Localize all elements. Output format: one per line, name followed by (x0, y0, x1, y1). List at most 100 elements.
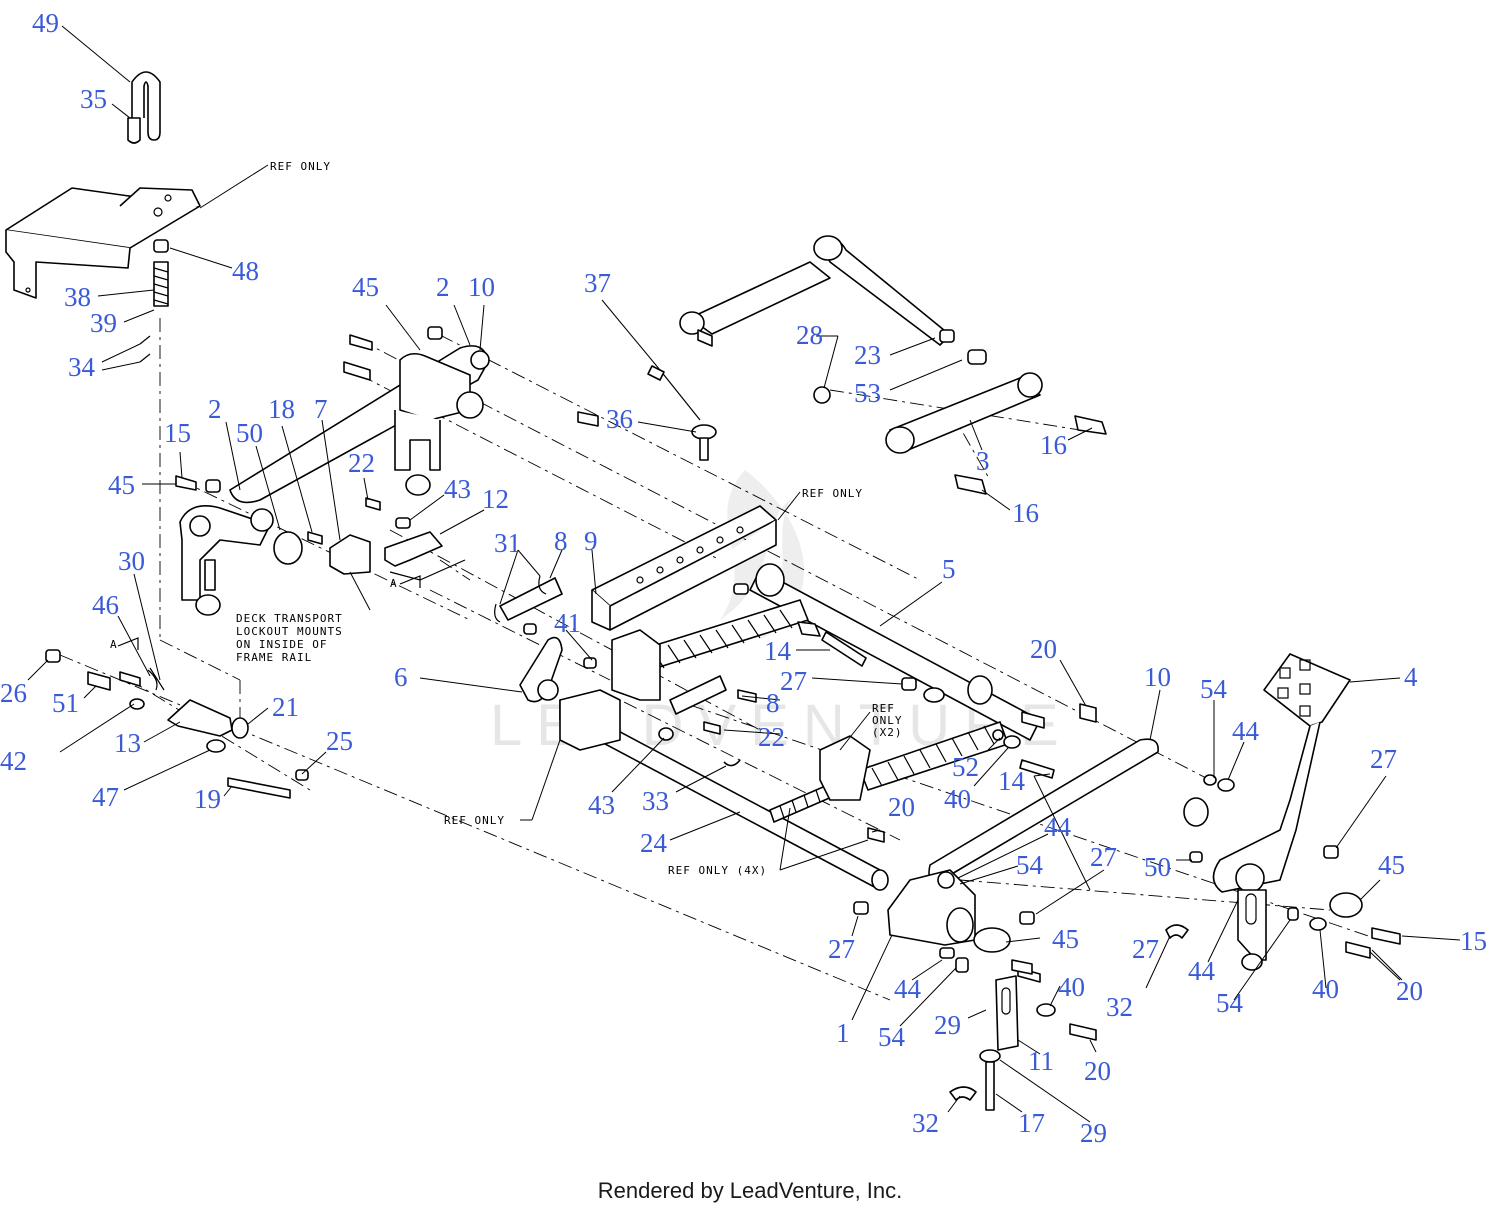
callout-41[interactable]: 41 (554, 608, 581, 638)
callout-15-right[interactable]: 15 (1460, 926, 1487, 956)
callout-18[interactable]: 18 (268, 394, 295, 424)
callout-16-lower[interactable]: 16 (1012, 498, 1039, 528)
callout-6[interactable]: 6 (394, 662, 408, 692)
callout-46[interactable]: 46 (92, 590, 119, 620)
callout-14-upper[interactable]: 14 (764, 636, 792, 666)
callout-20-center[interactable]: 20 (888, 792, 915, 822)
lower-link (949, 967, 1097, 1111)
callout-40-center[interactable]: 40 (944, 784, 971, 814)
pivot-bracket (887, 869, 1011, 973)
callout-40-pedal[interactable]: 40 (1312, 974, 1339, 1004)
springs (639, 599, 1009, 823)
callout-40-lower[interactable]: 40 (1058, 972, 1085, 1002)
callout-50-left[interactable]: 50 (236, 418, 263, 448)
callout-14-lower[interactable]: 14 (998, 766, 1026, 796)
callout-5[interactable]: 5 (942, 554, 956, 584)
callout-44-upper[interactable]: 44 (1232, 716, 1260, 746)
callout-13[interactable]: 13 (114, 728, 141, 758)
callout-45-top[interactable]: 45 (352, 272, 379, 302)
marker-a: A A (110, 575, 421, 651)
callout-47[interactable]: 47 (92, 782, 119, 812)
callout-2-top[interactable]: 2 (436, 272, 450, 302)
callout-37[interactable]: 37 (584, 268, 611, 298)
callout-32-lower[interactable]: 32 (912, 1108, 939, 1138)
callout-42[interactable]: 42 (0, 746, 27, 776)
callout-8-upper[interactable]: 8 (554, 526, 568, 556)
callout-44-center[interactable]: 44 (1044, 812, 1072, 842)
callout-34[interactable]: 34 (68, 352, 96, 382)
callout-27-pedal[interactable]: 27 (1132, 934, 1159, 964)
callout-48[interactable]: 48 (232, 256, 259, 286)
callout-29-lower[interactable]: 29 (1080, 1118, 1107, 1148)
callout-27-right[interactable]: 27 (1090, 842, 1117, 872)
ref-only-4x: REF ONLY (4X) (668, 864, 767, 877)
callout-31[interactable]: 31 (494, 528, 521, 558)
callout-28[interactable]: 28 (796, 320, 823, 350)
callout-36[interactable]: 36 (606, 404, 633, 434)
callout-22-lower[interactable]: 22 (758, 722, 785, 752)
cable-knob (647, 365, 717, 461)
callout-51[interactable]: 51 (52, 688, 79, 718)
ref-only-bracket: REF ONLY (270, 160, 331, 173)
callout-27-far-right[interactable]: 27 (1370, 744, 1397, 774)
callout-21[interactable]: 21 (272, 692, 299, 722)
callout-11[interactable]: 11 (1028, 1046, 1054, 1076)
callout-30[interactable]: 30 (118, 546, 145, 576)
callout-4[interactable]: 4 (1404, 662, 1418, 692)
callout-15-left[interactable]: 15 (164, 418, 191, 448)
callout-2-left[interactable]: 2 (208, 394, 222, 424)
callout-23[interactable]: 23 (854, 340, 881, 370)
callout-45-center[interactable]: 45 (1052, 924, 1079, 954)
callout-3[interactable]: 3 (976, 446, 990, 476)
callout-45-left[interactable]: 45 (108, 470, 135, 500)
deck-note-4: FRAME RAIL (236, 651, 312, 664)
callout-17[interactable]: 17 (1018, 1108, 1045, 1138)
callout-1[interactable]: 1 (836, 1018, 850, 1048)
callout-44-lower[interactable]: 44 (894, 974, 922, 1004)
callout-33[interactable]: 33 (642, 786, 669, 816)
footer-credit: Rendered by LeadVenture, Inc. (597, 1178, 903, 1203)
callout-54-pedal[interactable]: 54 (1216, 988, 1244, 1018)
left-lift-arm (175, 326, 599, 616)
callout-12[interactable]: 12 (482, 484, 509, 514)
callout-22-upper[interactable]: 22 (348, 448, 375, 478)
callout-10-top[interactable]: 10 (468, 272, 495, 302)
crank-links (494, 575, 727, 715)
callout-38[interactable]: 38 (64, 282, 91, 312)
mount-block (559, 689, 621, 751)
callout-16-upper[interactable]: 16 (1040, 430, 1067, 460)
callout-50-right[interactable]: 50 (1144, 852, 1171, 882)
callout-43-lower[interactable]: 43 (588, 790, 615, 820)
deck-note-1: DECK TRANSPORT (236, 612, 343, 625)
marker-a-label-2: A (110, 638, 118, 651)
assembly-lines (59, 318, 1381, 1001)
callout-25[interactable]: 25 (326, 726, 353, 756)
callout-20-lower[interactable]: 20 (1084, 1056, 1111, 1086)
callout-43-upper[interactable]: 43 (444, 474, 471, 504)
callout-45-right[interactable]: 45 (1378, 850, 1405, 880)
callout-24[interactable]: 24 (640, 828, 668, 858)
callout-53[interactable]: 53 (854, 378, 881, 408)
callout-29-upper[interactable]: 29 (934, 1010, 961, 1040)
upper-links (679, 235, 1107, 495)
callout-10-right[interactable]: 10 (1144, 662, 1171, 692)
callout-8-lower[interactable]: 8 (766, 688, 780, 718)
callout-32-right[interactable]: 32 (1106, 992, 1133, 1022)
callout-27-lower[interactable]: 27 (828, 934, 855, 964)
callout-19[interactable]: 19 (194, 784, 221, 814)
callout-35[interactable]: 35 (80, 84, 107, 114)
callout-54-upper[interactable]: 54 (1200, 674, 1228, 704)
callout-44-pedal[interactable]: 44 (1188, 956, 1216, 986)
callout-26[interactable]: 26 (0, 678, 27, 708)
callout-54-lower[interactable]: 54 (878, 1022, 906, 1052)
callout-9[interactable]: 9 (584, 526, 598, 556)
callout-20-pedal[interactable]: 20 (1396, 976, 1423, 1006)
callout-54-center[interactable]: 54 (1016, 850, 1044, 880)
callout-52[interactable]: 52 (952, 752, 979, 782)
callout-49[interactable]: 49 (32, 8, 59, 38)
callout-7[interactable]: 7 (314, 394, 328, 424)
callout-20-upper[interactable]: 20 (1030, 634, 1057, 664)
callout-27-center[interactable]: 27 (780, 666, 807, 696)
callout-39[interactable]: 39 (90, 308, 117, 338)
